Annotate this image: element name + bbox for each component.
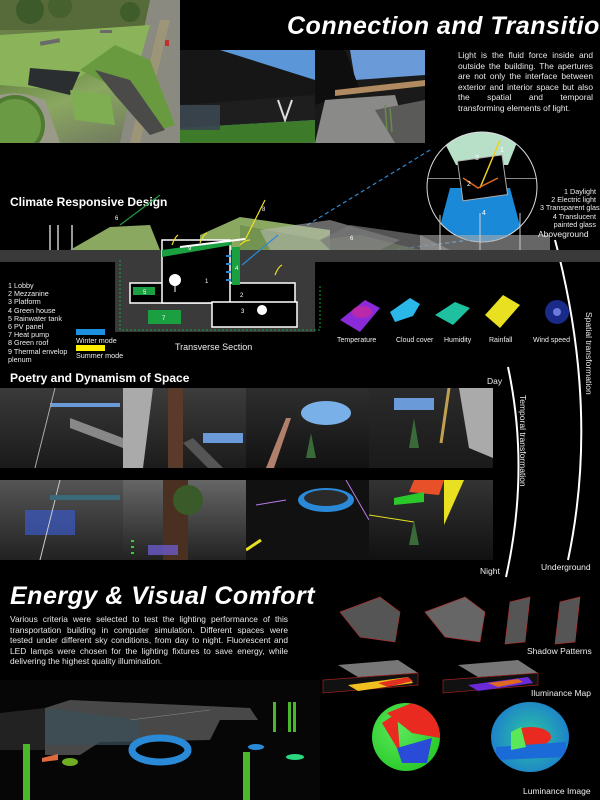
day-interior-2 [123, 388, 246, 468]
climate-heading: Climate Responsive Design [10, 195, 168, 209]
section-caption: Transverse Section [175, 342, 253, 352]
shadow-patterns-images [335, 592, 600, 647]
winter-mode-swatch [76, 329, 105, 335]
aperture-num-2: 2 [467, 181, 471, 188]
summer-mode-swatch [76, 345, 105, 351]
luminance-fisheye-2 [491, 702, 569, 772]
luminance-fisheye-1 [372, 703, 440, 771]
svg-text:7: 7 [162, 316, 166, 322]
svg-text:1: 1 [205, 279, 209, 285]
night-interior-4 [369, 480, 493, 560]
day-interior-3 [246, 388, 369, 468]
illuminance-map-caption: Iluminance Map [531, 688, 592, 698]
poetry-heading: Poetry and Dynamism of Space [10, 371, 190, 385]
shadow-patterns-caption: Shadow Patterns [527, 646, 592, 656]
skylight-interior-render [315, 50, 425, 143]
chart-label-wind-speed: Wind speed [533, 337, 570, 344]
chart-label-humidity: Humidity [444, 337, 472, 344]
winter-mode-label: Winter mode [76, 336, 117, 345]
section-legend: 1 Lobby 2 Mezzanine 3 Platform 4 Green h… [8, 281, 68, 364]
svg-text:9: 9 [188, 246, 192, 252]
chart-label-cloud-cover: Cloud cover [396, 337, 434, 344]
svg-text:2: 2 [240, 293, 244, 299]
spatial-transformation-label: Spatial transformation [584, 312, 594, 395]
underground-label: Underground [541, 562, 591, 572]
summer-mode-label: Summer mode [76, 351, 124, 360]
page-title: Connection and Transition [287, 12, 600, 40]
entrance-canopy-render [180, 50, 315, 143]
climate-charts [335, 290, 585, 345]
energy-body: Various criteria were selected to test t… [10, 614, 288, 667]
luminance-image-caption: Luminance Image [523, 786, 591, 796]
night-image-row [0, 480, 493, 560]
aerial-green-roof-photo [0, 0, 180, 143]
transverse-section-diagram: 1 2 3 4 5 6 7 8 9 6 [0, 195, 600, 335]
svg-text:5: 5 [143, 290, 147, 296]
temporal-transformation-label: Temporal transformation [518, 395, 528, 487]
svg-text:8: 8 [262, 207, 266, 213]
aboveground-label: Aboveground [538, 229, 589, 239]
night-interior-1 [0, 480, 123, 560]
chart-label-temperature: Temperature [337, 337, 377, 344]
intro-text: Light is the fluid force inside and outs… [458, 50, 593, 113]
aperture-legend: 1 Daylight 2 Electric light 3 Transparen… [540, 187, 600, 229]
energy-title: Energy & Visual Comfort [10, 582, 316, 610]
night-interior-3 [246, 480, 369, 560]
day-label: Day [487, 376, 503, 386]
chart-label-rainfall: Rainfall [489, 337, 513, 344]
aperture-num-3: 3 [475, 155, 479, 162]
day-image-row [0, 388, 493, 468]
day-interior-4 [369, 388, 493, 468]
svg-text:6: 6 [115, 216, 119, 222]
aperture-num-1: 1 [500, 147, 504, 154]
svg-text:3: 3 [241, 309, 245, 315]
night-exterior-render [0, 680, 320, 800]
day-interior-1 [0, 388, 123, 468]
svg-text:6: 6 [350, 236, 354, 242]
illuminance-map-images [318, 655, 558, 695]
night-interior-2 [123, 480, 246, 560]
aperture-num-4: 4 [482, 210, 486, 217]
night-label: Night [480, 566, 500, 576]
svg-text:4: 4 [235, 266, 239, 272]
